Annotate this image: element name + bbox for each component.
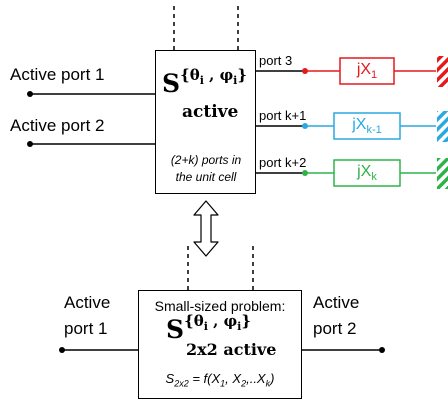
- bottom-port-2-terminal: [379, 347, 385, 353]
- port-k2-load: [437, 158, 448, 189]
- bottom-active-port-2-word: Active: [313, 293, 360, 312]
- impedance-box-k: [333, 159, 401, 187]
- box-note-line-1: (2+k) ports in: [170, 153, 242, 167]
- small-problem-title: Small-sized problem:: [154, 298, 286, 314]
- impedance-label-k1: jXk-1: [352, 116, 382, 137]
- bottom-active-port-1-number: port 1: [64, 319, 108, 338]
- active-port-1-label: Active port 1: [10, 65, 105, 84]
- port-k1-load: [437, 111, 448, 142]
- active-port-1-terminal: [27, 91, 33, 97]
- s-active-subscript: active: [182, 102, 239, 122]
- s-2x2-subscript: 2x2 active: [186, 340, 277, 359]
- bottom-active-port-2-number: port 2: [313, 319, 357, 338]
- port-k2-label: port k+2: [259, 155, 307, 170]
- bottom-port-1-terminal: [59, 347, 65, 353]
- impedance-label-1: jX1: [356, 61, 378, 82]
- port-3-label: port 3: [259, 53, 293, 68]
- s-2x2-symbol: S{θi , φi}: [166, 312, 251, 344]
- s-active-symbol: S{θi , φi}: [162, 66, 247, 98]
- port-k1-label: port k+1: [259, 108, 307, 123]
- double-vertical-arrow-icon: [193, 200, 219, 257]
- box-note-line-2: the unit cell: [175, 170, 237, 184]
- port-3-load: [437, 56, 448, 87]
- small-problem-formula: S2x2 = f(X1, X2,..Xk): [165, 371, 275, 389]
- active-s-matrix-box: [155, 50, 256, 194]
- impedance-box-1: [339, 57, 395, 85]
- impedance-label-k: jXk: [357, 163, 377, 184]
- bottom-active-port-1-word: Active: [64, 293, 111, 312]
- small-problem-box: [138, 290, 302, 399]
- active-port-2-terminal: [27, 141, 33, 147]
- active-port-2-label: Active port 2: [10, 116, 105, 135]
- impedance-box-k1: [333, 112, 401, 140]
